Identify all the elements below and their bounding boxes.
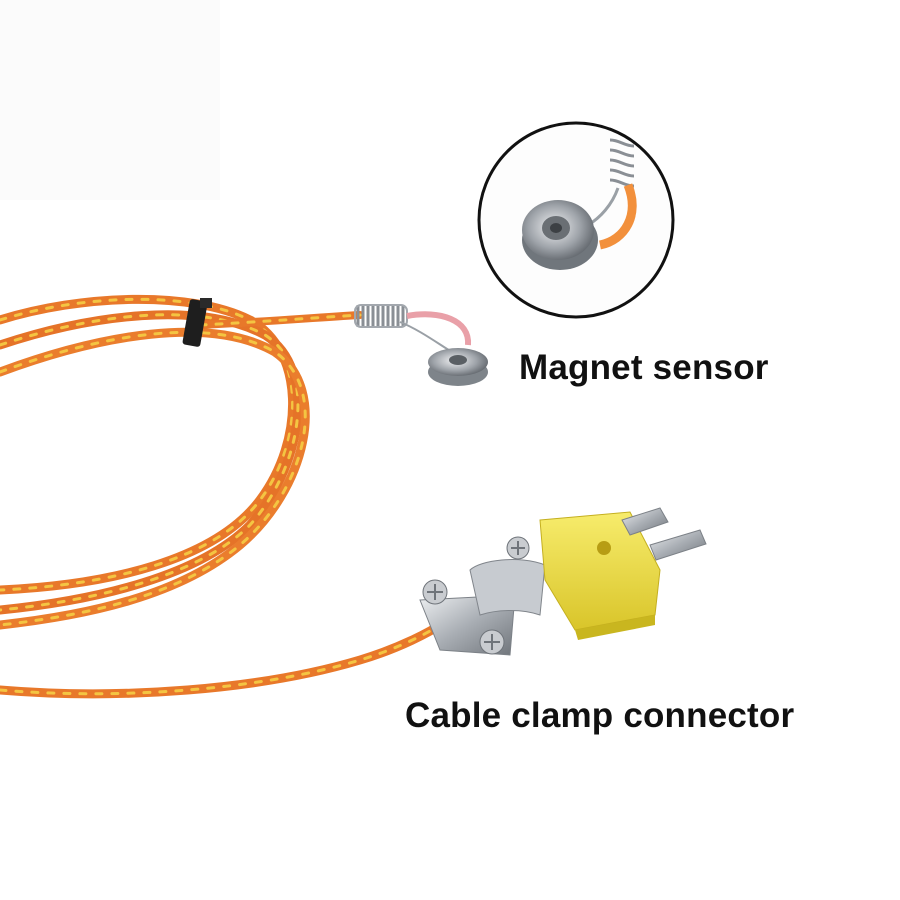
spring-icon (354, 304, 408, 328)
magnified-inset (477, 121, 675, 319)
magnet-sensor-label: Magnet sensor (519, 348, 769, 387)
cable-tie (182, 298, 212, 347)
cable-clamp-connector (419, 507, 707, 656)
background-smudge (0, 0, 220, 200)
thermocouple-cable (0, 294, 450, 699)
magnet-sensor (354, 304, 488, 386)
cable-clamp-connector-label: Cable clamp connector (405, 696, 795, 735)
